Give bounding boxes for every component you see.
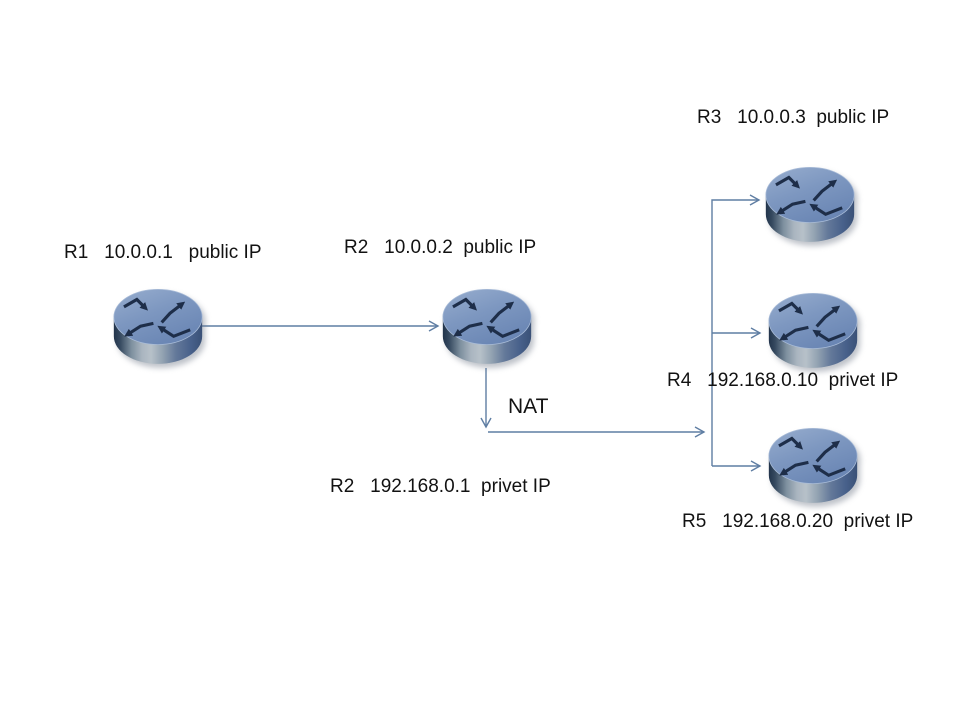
router-icon-r5	[767, 427, 859, 507]
label-router-r3: R3 10.0.0.3 public IP	[697, 107, 890, 128]
label-router-r4: R4 192.168.0.10 privet IP	[667, 370, 899, 391]
label-router-r1: R1 10.0.0.1 public IP	[64, 242, 262, 263]
router-icon-r1	[112, 288, 204, 368]
link-junction-to-r3	[711, 194, 761, 466]
router-icon-r2	[441, 288, 533, 368]
label-nat: NAT	[508, 395, 549, 418]
label-router-r5: R5 192.168.0.20 privet IP	[682, 511, 914, 532]
router-icon-r4	[767, 292, 859, 372]
router-icon-r3	[764, 166, 856, 246]
label-router-r2-public-ip: R2 10.0.0.2 public IP	[344, 237, 537, 258]
label-router-r2-private-ip: R2 192.168.0.1 privet IP	[330, 476, 551, 497]
